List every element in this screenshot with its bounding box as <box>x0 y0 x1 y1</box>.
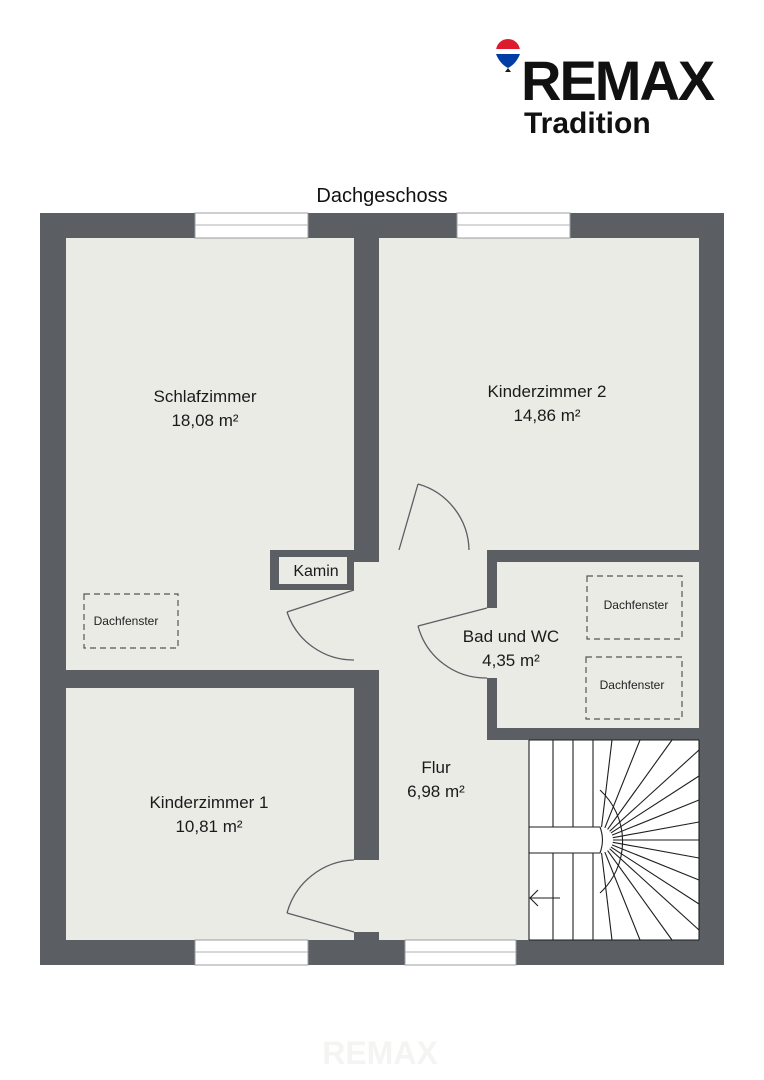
stair-tread <box>611 799 700 836</box>
stair-tread <box>612 821 700 839</box>
stair-tread <box>607 850 673 941</box>
door-opening-kinderzimmer-1 <box>354 860 379 932</box>
door-kinderzimmer-1 <box>286 859 355 933</box>
balloon-icon <box>496 39 520 72</box>
stair-arrow <box>529 889 560 907</box>
kamin-inner <box>279 557 347 584</box>
door-bad <box>417 607 488 679</box>
door-opening-schlafzimmer <box>354 590 379 646</box>
remax-subtitle: Tradition <box>524 107 651 140</box>
floor-title: Dachgeschoss <box>316 185 447 207</box>
windows <box>194 212 571 966</box>
doors <box>286 483 488 933</box>
room-area: 14,86 m² <box>513 406 580 425</box>
remax-watermark: REMAX <box>322 1035 438 1071</box>
room-name: Kinderzimmer 2 <box>487 382 606 401</box>
door-kinderzimmer-2 <box>398 483 470 551</box>
floor-schlafzimmer <box>66 238 354 670</box>
room-name: Kinderzimmer 1 <box>149 793 268 812</box>
stair-tread <box>610 775 700 834</box>
remax-logo: REMAX Tradition <box>496 39 717 140</box>
floor-kinderzimmer-2 <box>379 238 699 550</box>
room-floors <box>66 238 699 940</box>
stair-tread <box>611 844 700 881</box>
room-name: Bad und WC <box>463 627 559 646</box>
room-area: 4,35 m² <box>482 651 540 670</box>
dachfenster-label: Dachfenster <box>600 678 665 692</box>
stair-tread <box>604 851 641 941</box>
kamin-label: Kamin <box>293 563 338 580</box>
window-bottom-middle <box>404 939 517 966</box>
room-schlafzimmer: Schlafzimmer 18,08 m² <box>154 387 257 430</box>
room-flur: Flur 6,98 m² <box>407 758 465 801</box>
floor-kinderzimmer-1 <box>66 688 354 940</box>
stair-tread <box>607 739 673 830</box>
window-top-right <box>456 212 571 239</box>
door-opening-bad <box>485 608 499 678</box>
remax-brand-text: REMAX <box>521 49 715 112</box>
window-bottom-left <box>194 939 309 966</box>
room-kinderzimmer-2: Kinderzimmer 2 14,86 m² <box>487 382 606 425</box>
stair-tread <box>612 841 700 859</box>
staircase <box>528 739 700 941</box>
floor-bad-wc <box>497 562 699 728</box>
door-schlafzimmer <box>286 589 355 661</box>
dachfenster-label: Dachfenster <box>94 614 159 628</box>
dachfenster-3: Dachfenster <box>585 656 683 720</box>
stair-tread <box>610 846 700 905</box>
stair-tread <box>601 852 613 941</box>
dachfenster-label: Dachfenster <box>604 598 669 612</box>
stair-tread <box>604 739 641 829</box>
dachfenster-1: Dachfenster <box>83 593 179 649</box>
room-name: Flur <box>421 758 451 777</box>
door-opening-kinderzimmer-2 <box>399 548 469 552</box>
dachfenster-2: Dachfenster <box>586 575 683 640</box>
room-name: Schlafzimmer <box>154 387 257 406</box>
room-area: 10,81 m² <box>175 817 242 836</box>
stair-tread <box>609 848 700 931</box>
room-area: 6,98 m² <box>407 782 465 801</box>
window-top-left <box>194 212 309 239</box>
room-bad-wc: Bad und WC 4,35 m² <box>463 627 559 670</box>
room-area: 18,08 m² <box>171 411 238 430</box>
kamin: Kamin <box>270 550 354 590</box>
stair-tread <box>609 749 700 832</box>
room-kinderzimmer-1: Kinderzimmer 1 10,81 m² <box>149 793 268 836</box>
stair-tread <box>601 739 613 828</box>
